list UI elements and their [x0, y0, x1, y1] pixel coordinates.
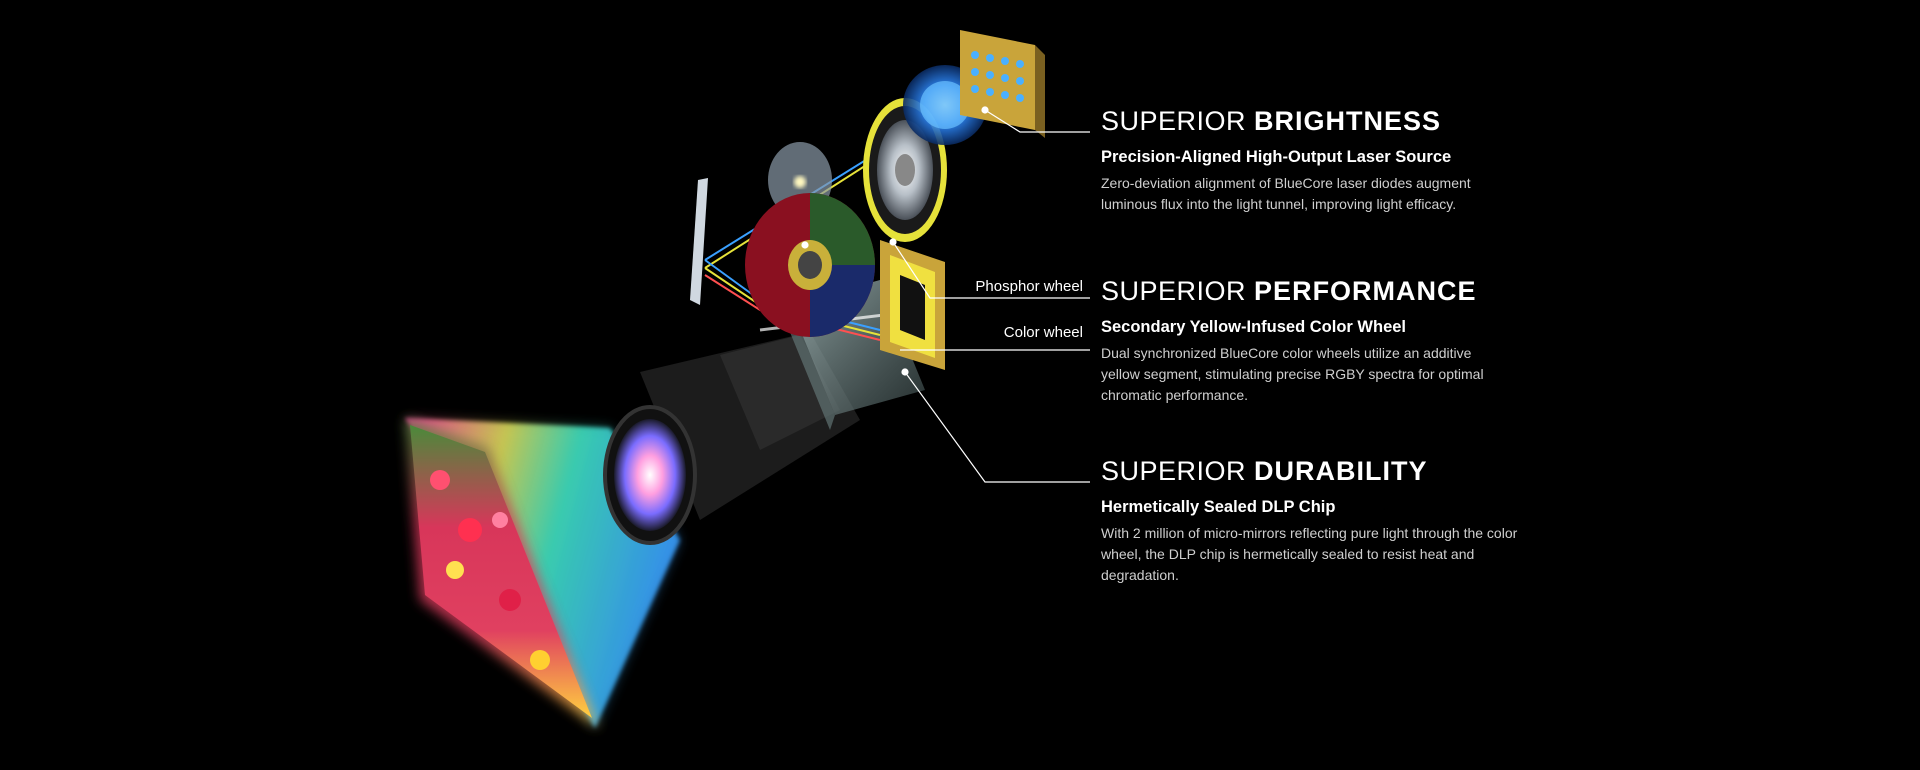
feature-title-light: SUPERIOR [1101, 106, 1247, 136]
projected-image [405, 418, 598, 728]
feature-description: With 2 million of micro-mirrors reflecti… [1101, 525, 1518, 583]
feature-brightness: SUPERIOR BRIGHTNESS Precision-Aligned Hi… [1101, 105, 1531, 215]
feature-title-light: SUPERIOR [1101, 276, 1247, 306]
feature-description: Dual synchronized BlueCore color wheels … [1101, 345, 1484, 403]
laser-diode-array [960, 30, 1045, 138]
feature-title: SUPERIOR BRIGHTNESS [1101, 105, 1531, 137]
color-wheel [745, 193, 875, 337]
feature-title-bold: BRIGHTNESS [1254, 106, 1442, 136]
feature-subtitle: Secondary Yellow-Infused Color Wheel [1101, 318, 1407, 336]
feature-subtitle: Precision-Aligned High-Output Laser Sour… [1101, 148, 1452, 166]
leader-lines [801, 106, 1090, 483]
feature-durability: SUPERIOR DURABILITY Hermetically Sealed … [1101, 455, 1531, 586]
feature-title: SUPERIOR DURABILITY [1101, 455, 1531, 487]
mirror [690, 178, 708, 305]
feature-title-light: SUPERIOR [1101, 456, 1247, 486]
feature-subtitle: Hermetically Sealed DLP Chip [1101, 498, 1336, 516]
feature-performance: SUPERIOR PERFORMANCE Secondary Yellow-In… [1101, 275, 1531, 406]
feature-title: SUPERIOR PERFORMANCE [1101, 275, 1531, 307]
feature-title-bold: DURABILITY [1254, 456, 1428, 486]
feature-description: Zero-deviation alignment of BlueCore las… [1101, 175, 1471, 212]
color-wheel-label: Color wheel [1003, 324, 1083, 341]
dlp-chip [880, 240, 945, 370]
feature-title-bold: PERFORMANCE [1254, 276, 1477, 306]
phosphor-wheel-label: Phosphor wheel [975, 278, 1083, 295]
lens-barrel [603, 332, 860, 545]
